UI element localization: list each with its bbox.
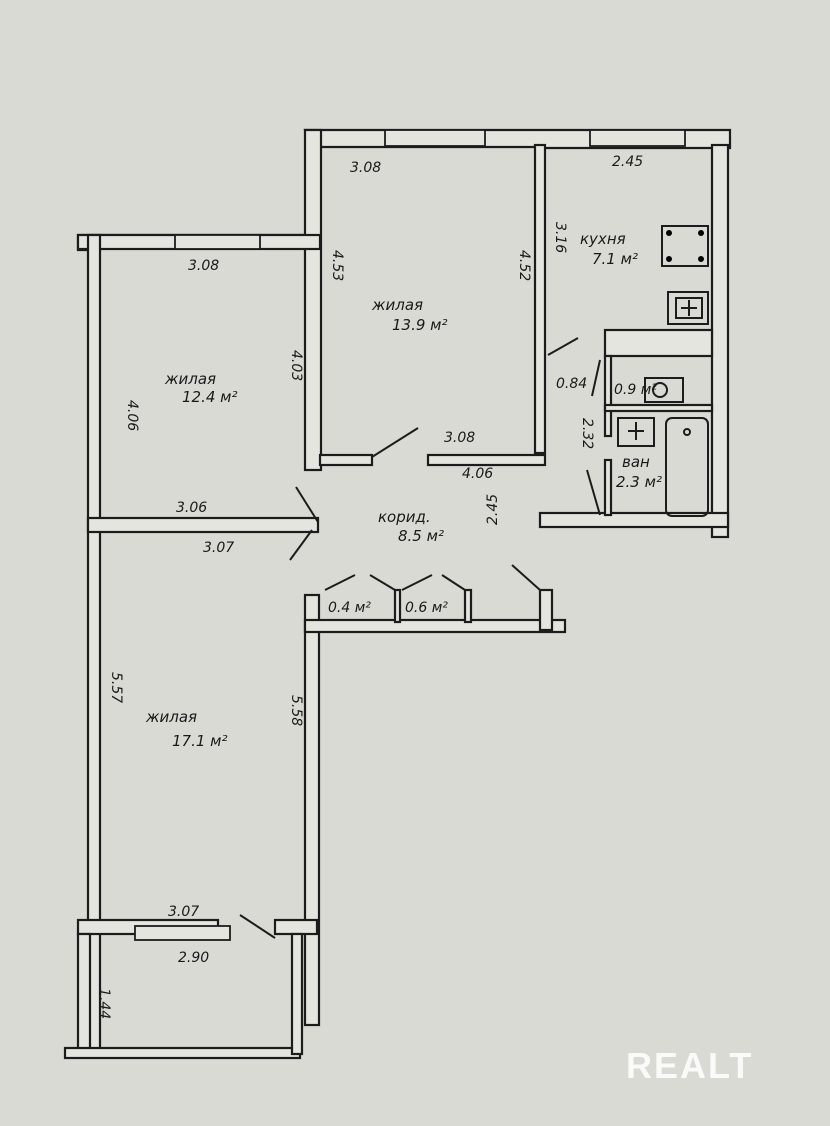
room-area-closet-1: 0.4 м² <box>328 600 371 616</box>
bathtub-icon <box>665 417 709 517</box>
dim-bath-side: 2.32 <box>579 418 595 449</box>
room-area-wc: 0.9 м² <box>614 382 657 398</box>
washbasin-icon <box>617 417 655 447</box>
dim-room3-left: 5.57 <box>108 672 124 703</box>
dim-room2-top: 3.08 <box>350 160 381 176</box>
kitchen-sink-icon <box>667 291 709 325</box>
dim-balcony-top: 3.07 <box>168 904 199 920</box>
room-label-corridor: корид. <box>378 508 431 526</box>
room-label-living-3: жилая <box>145 708 197 726</box>
room-label-living-2: жилая <box>371 296 423 314</box>
room-area-living-1: 12.4 м² <box>182 388 238 406</box>
dim-room3-top: 3.07 <box>203 540 234 556</box>
dim-corridor-side: 2.45 <box>485 494 501 525</box>
room-area-bathroom: 2.3 м² <box>616 473 662 491</box>
dimensions: 3.08 4.06 4.03 3.06 3.08 4.53 4.52 3.08 … <box>96 154 643 1019</box>
dim-room2-left: 4.53 <box>329 250 345 281</box>
room-label-bathroom: ван <box>622 453 650 471</box>
room-area-corridor: 8.5 м² <box>398 527 444 545</box>
dim-room1-left: 4.06 <box>124 400 140 431</box>
dim-corridor-top: 4.06 <box>462 466 493 482</box>
dim-kitchen-left: 3.16 <box>552 222 568 253</box>
watermark-logo: REALT <box>626 1045 753 1086</box>
room-area-closet-2: 0.6 м² <box>405 600 448 616</box>
room-label-kitchen: кухня <box>580 230 626 248</box>
dim-balcony-bottom: 2.90 <box>178 950 209 966</box>
dim-room1-right: 4.03 <box>288 350 304 381</box>
windows <box>134 129 686 941</box>
room-area-living-3: 17.1 м² <box>172 732 228 750</box>
dim-room2-bottom: 3.08 <box>444 430 475 446</box>
room-label-living-1: жилая <box>164 370 216 388</box>
dim-kitchen-top: 2.45 <box>612 154 643 170</box>
dim-room1-top: 3.08 <box>188 258 219 274</box>
walls <box>63 128 732 1060</box>
kitchen-stove-icon <box>661 225 709 267</box>
dim-wc-width: 0.84 <box>556 376 587 392</box>
room-area-kitchen: 7.1 м² <box>592 250 638 268</box>
dim-balcony-side: 1.44 <box>96 988 112 1019</box>
room-area-living-2: 13.9 м² <box>392 316 448 334</box>
dim-room1-bottom: 3.06 <box>176 500 207 516</box>
door-swings <box>239 337 601 939</box>
toilet-icon <box>644 377 684 403</box>
dim-room3-right: 5.58 <box>288 695 304 726</box>
dim-room2-right: 4.52 <box>516 250 532 281</box>
